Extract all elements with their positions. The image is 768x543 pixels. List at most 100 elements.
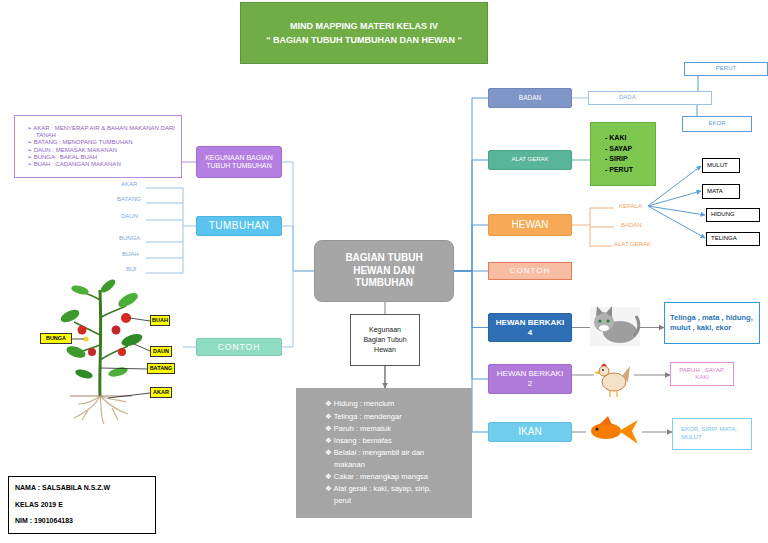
chicken-eye	[602, 369, 604, 371]
chicken-picture	[594, 358, 634, 400]
connector-arrow	[384, 366, 386, 388]
note-box: ❖ Hidung : mencium❖ Telinga : mendengar❖…	[296, 388, 472, 518]
box-line: NIM : 1901064183	[15, 517, 149, 525]
box-line: “ BAGIAN TUBUH TUMBUHAN DAN HEWAN “	[266, 35, 462, 46]
bracket-line	[146, 188, 196, 273]
box-line: ➢ BATANG : MENOPANG TUMBUHAN	[27, 139, 175, 146]
picture-frame	[594, 358, 634, 400]
part-box: EKOR	[682, 116, 752, 132]
topic-box: HEWAN	[488, 214, 572, 236]
box-text: Kegunaan Bagian Tubuh Hewan	[361, 325, 409, 354]
plant-leaf	[70, 284, 89, 296]
box-text: BUAH	[151, 317, 169, 324]
box-text: HIDUNG	[711, 211, 759, 218]
box-line: ➢ BUAH : CADANGAN MAKANAN	[27, 161, 175, 168]
connector-line	[182, 162, 196, 163]
plant-bracket	[146, 188, 196, 347]
part-box: MATA	[702, 184, 740, 199]
cat-muzzle	[599, 325, 609, 331]
plant-flower	[84, 337, 89, 342]
box-line: NAMA : SALSABILA N.S.Z.W	[15, 484, 149, 492]
box-text: KEGUNAAN BAGIAN TUBUH TUMBUHAN	[201, 154, 277, 171]
head-arrows	[648, 166, 705, 238]
box-line: ❖ Telinga : mendengar	[325, 411, 437, 423]
topic-box: HEWAN BERKAKI 2	[488, 364, 572, 394]
connector-line	[572, 160, 590, 161]
box-text: PERUT	[685, 65, 767, 72]
head-bracket	[572, 208, 614, 247]
topic-box: HEWAN BERKAKI 4	[488, 313, 572, 342]
fish-tail	[619, 420, 638, 444]
box-text: IKAN	[489, 426, 571, 438]
box-text: BADAN	[489, 94, 571, 102]
picture-frame	[590, 307, 640, 346]
bracket-line	[183, 347, 196, 348]
plant-leaf	[116, 290, 140, 310]
fish-eye	[596, 428, 599, 431]
part-label: ALAT GERAK	[614, 241, 651, 247]
fish-body	[591, 423, 621, 439]
box-line: - SAYAP	[605, 144, 655, 155]
part-label: BUAH	[122, 251, 139, 257]
connector-line	[454, 160, 488, 271]
box-line: ❖ Paruh : mematuk	[325, 423, 437, 435]
connector-group	[182, 76, 698, 432]
fish-fin	[600, 416, 612, 425]
connector-line	[454, 271, 488, 328]
answer-box: PARUH , SAYAP, KAKI	[670, 362, 734, 386]
plant-stem	[98, 290, 102, 396]
box-text: EKOR, SIRIP, MATA, MULUT	[681, 426, 743, 442]
chicken-beak	[594, 371, 599, 374]
box-text: CONTOH	[197, 342, 281, 352]
box-line: - SIRIP	[605, 154, 655, 165]
central-box: BAGIAN TUBUH HEWAN DAN TUMBUHAN	[314, 240, 454, 302]
tomato-fruit	[78, 326, 87, 335]
picture-frame	[586, 410, 642, 452]
box-text: CONTOH	[489, 266, 571, 276]
leader-line	[72, 318, 150, 398]
part-box: DADA	[588, 91, 712, 105]
box-line: - KAKI	[605, 133, 655, 144]
box-text: MATA	[707, 188, 739, 195]
plant-leaf	[65, 344, 87, 360]
connector-line	[282, 162, 314, 271]
title-box: MIND MAPPING MATERI KELAS IV “ BAGIAN TUB…	[240, 2, 488, 64]
box-line: ❖ Insang : bernafas	[325, 435, 437, 447]
part-tag: BUAH	[150, 315, 170, 326]
part-tag: DAUN	[150, 346, 172, 357]
tomato-fruit	[121, 313, 131, 323]
tomato-fruit	[118, 348, 126, 356]
connector-line	[385, 302, 386, 314]
plant-leaf	[120, 332, 144, 349]
box-line: KELAS 2019 E	[15, 501, 149, 509]
topic-box: IKAN	[488, 422, 572, 442]
box-text: BATANG	[148, 365, 174, 372]
cat-eye	[606, 319, 609, 322]
part-label: DAUN	[121, 213, 138, 219]
box-line: ➢ BUNGA : BAKAL BUAH	[27, 154, 175, 161]
part-label: AKAR	[121, 181, 137, 187]
box-line: ❖ Belalai : mengambil air dan makanan	[325, 447, 437, 471]
connector-line	[454, 98, 488, 271]
plant-leaf	[107, 366, 128, 379]
box-line: MIND MAPPING MATERI KELAS IV	[290, 21, 438, 32]
part-tag: BATANG	[147, 363, 175, 374]
topic-box: Kegunaan Bagian Tubuh Hewan	[350, 314, 420, 366]
note-box: ➢ AKAR : MENYERAP AIR & BAHAN MAKANAN DA…	[14, 115, 182, 178]
chicken-tail	[622, 366, 630, 382]
leader-arrow	[648, 206, 705, 238]
fish-picture	[586, 410, 642, 452]
tomato-fruit	[112, 326, 121, 335]
box-text: AKAR	[151, 389, 171, 396]
box-text: ALAT GERAK	[489, 156, 571, 163]
box-text: HEWAN BERKAKI 4	[495, 318, 565, 337]
answer-box: Telinga , mata , hidung, mulut , kaki, e…	[664, 302, 760, 344]
box-text: DADA	[619, 94, 711, 101]
chicken-head	[599, 366, 609, 376]
plant-leaf	[74, 368, 93, 380]
connector-line	[697, 105, 698, 116]
part-box: PERUT	[684, 62, 768, 76]
connector-line	[572, 98, 588, 99]
box-text: MULUT	[707, 162, 739, 169]
